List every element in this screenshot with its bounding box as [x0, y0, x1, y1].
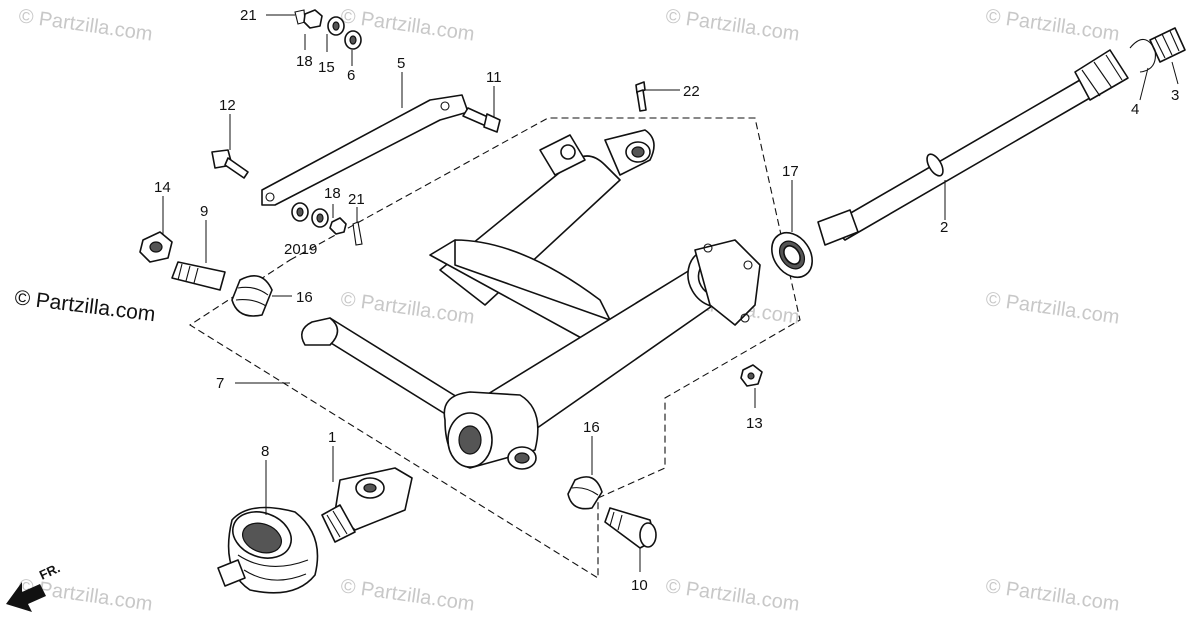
callout-6: 6 [347, 67, 355, 84]
watermark: © Partzilla.com [17, 5, 154, 46]
callout-21-top: 21 [240, 7, 257, 24]
front-arrow-icon [6, 582, 46, 612]
dust-boot [217, 506, 319, 594]
cotter-pin-mid [352, 221, 363, 246]
watermark: © Partzilla.com [984, 575, 1121, 616]
universal-joint [321, 467, 413, 543]
callout-labels: 21 18 15 6 5 11 12 22 4 3 17 2 14 9 18 2… [154, 7, 1179, 594]
pivot-bolt-upper [171, 261, 226, 291]
watermark: © Partzilla.com [339, 288, 476, 329]
watermark: © Partzilla.com [984, 5, 1121, 46]
bushing-left [231, 274, 273, 317]
callout-10: 10 [631, 577, 648, 594]
circlip [1129, 38, 1156, 73]
callout-12: 12 [219, 97, 236, 114]
callout-16-left: 16 [296, 289, 313, 306]
callout-11: 11 [486, 69, 502, 86]
callout-3: 3 [1171, 87, 1179, 104]
callout-18-top: 18 [296, 53, 313, 70]
callout-17: 17 [782, 163, 799, 180]
swing-arm [300, 129, 761, 470]
leader-lines [162, 14, 1179, 572]
watermark: © Partzilla.com [339, 575, 476, 616]
bolt-22 [635, 81, 647, 112]
callout-2: 2 [940, 219, 948, 236]
bolt-11 [462, 107, 501, 133]
callout-18-mid: 18 [324, 185, 341, 202]
watermark: © Partzilla.com [984, 288, 1121, 329]
callout-7: 7 [216, 375, 224, 392]
drive-shaft [817, 49, 1129, 246]
copyright-notice: © Partzilla.com [13, 286, 156, 326]
callout-16-lower: 16 [583, 419, 600, 436]
small-hardware-top [294, 9, 362, 50]
callout-15: 15 [318, 59, 335, 76]
nut-18-mid [329, 217, 347, 235]
assembly-boundary [188, 117, 801, 579]
callout-22: 22 [683, 83, 700, 100]
callout-4: 4 [1131, 101, 1139, 118]
small-hardware-mid [291, 202, 363, 246]
spring [1149, 27, 1186, 63]
watermark: © Partzilla.com [664, 5, 801, 46]
bushing-lower [567, 476, 603, 510]
callout-2019: 2019 [284, 241, 317, 258]
nut-18 [303, 9, 323, 29]
front-label: FR. [37, 560, 62, 582]
bolt-12 [211, 149, 249, 179]
oil-seal [771, 231, 813, 279]
callout-8: 8 [261, 443, 269, 460]
callout-5: 5 [397, 55, 405, 72]
callout-1: 1 [328, 429, 336, 446]
lock-nut [139, 231, 173, 263]
nut-13 [740, 364, 763, 387]
callout-13: 13 [746, 415, 763, 432]
torque-strap [261, 94, 469, 206]
pivot-bolt-lower [604, 507, 657, 549]
watermark: © Partzilla.com [664, 575, 801, 616]
callout-9: 9 [200, 203, 208, 220]
callout-14: 14 [154, 179, 171, 196]
callout-21-mid: 21 [348, 191, 365, 208]
